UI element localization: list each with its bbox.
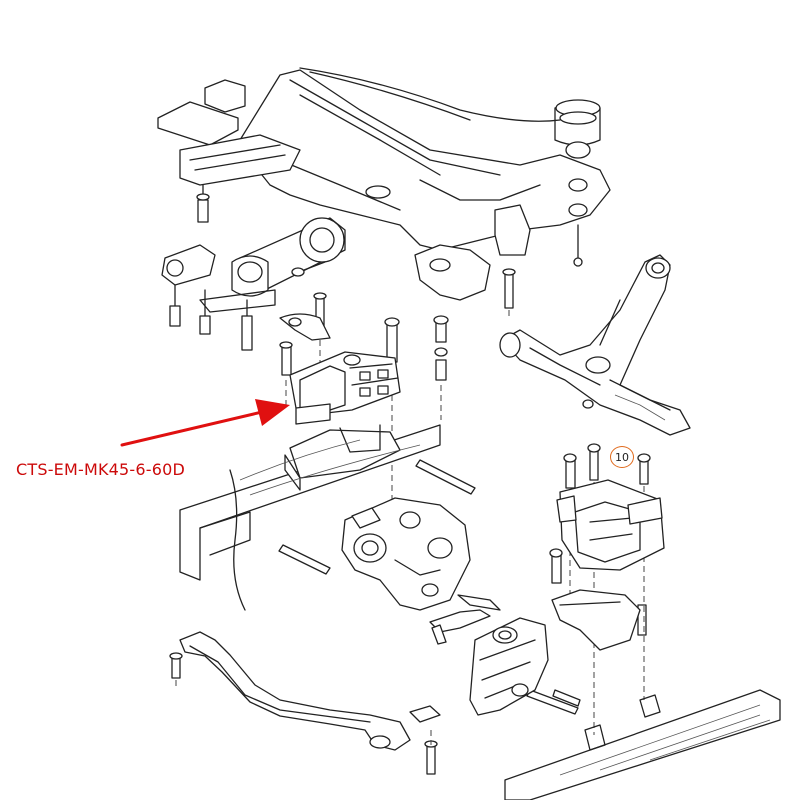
callout-10: 10 — [610, 446, 634, 468]
exhaust-pipe — [179, 631, 441, 751]
front-crossmember — [504, 689, 781, 800]
small-brackets — [429, 594, 501, 645]
control-arm — [499, 254, 691, 436]
heat-shield-bracket — [157, 79, 301, 223]
rear-torque-rod — [161, 217, 346, 351]
bolts — [169, 268, 651, 775]
pendulum-bracket — [469, 617, 549, 716]
subframe — [239, 67, 611, 301]
right-engine-mount — [551, 479, 665, 651]
part-number-label: CTS-EM-MK45-6-60D — [16, 460, 186, 479]
gearbox-housing — [341, 497, 471, 611]
annotation-arrow — [120, 399, 290, 447]
left-transmission-mount — [279, 313, 401, 425]
chassis-rail — [179, 424, 441, 611]
